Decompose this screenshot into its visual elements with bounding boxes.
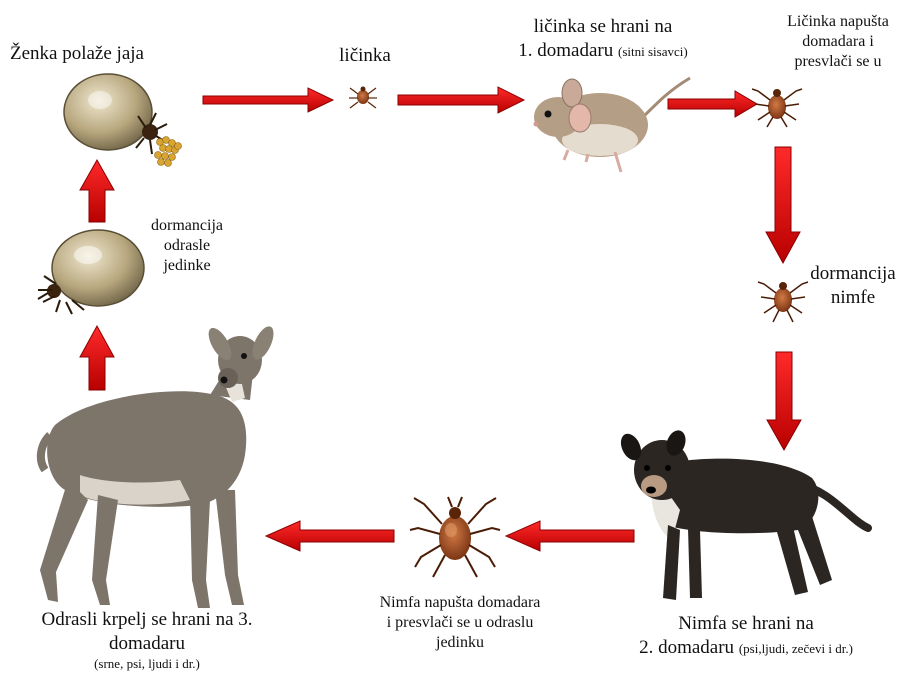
arrow-larva-to-mouse (398, 87, 524, 113)
label-adult-dormancy-line1: dormancija (132, 216, 242, 236)
label-female-lays-eggs: Ženka polaže jaja (10, 42, 190, 66)
mouse-icon (534, 78, 691, 172)
dog-icon (617, 428, 868, 600)
label-larva-feeds-line2: 1. domadaru (518, 40, 613, 61)
label-larva-leaves-line3: presvlači se u (768, 52, 908, 72)
engorged-tick-icon (38, 230, 144, 314)
label-nymph-leaves: Nimfa napušta domadara i presvlači se u … (340, 593, 580, 653)
larva-tick-icon (349, 87, 377, 109)
arrow-down-to-nymph-dormancy (766, 147, 800, 263)
arrow-deer-to-adult-dormancy (80, 326, 114, 390)
label-nymph-dormancy: dormancija nimfe (798, 262, 908, 310)
egg-laying-tick-icon (64, 74, 182, 167)
arrow-adult-dormancy-to-eggs (80, 160, 114, 222)
label-nymph-feeds-note: (psi,ljudi, zečevi i dr.) (739, 641, 853, 656)
label-nymph-feeds-line2: 2. domadaru (639, 637, 734, 658)
label-nymph-leaves-line3: jedinku (340, 633, 580, 653)
tick-icon (752, 89, 802, 127)
label-adult-dormancy-line3: jedinke (132, 256, 242, 276)
arrow-nymph-leaves-to-deer (266, 521, 394, 551)
arrow-eggs-to-larva (203, 88, 333, 112)
label-nymph-feeds-line2-wrap: 2. domadaru (psi,ljudi, zečevi i dr.) (596, 636, 896, 660)
label-larva-feeds: ličinka se hrani na 1. domadaru (sitni s… (478, 15, 728, 63)
label-larva-feeds-line1: ličinka se hrani na (478, 15, 728, 39)
label-nymph-dormancy-line2: nimfe (798, 286, 908, 310)
label-adult-feeds-line1: Odrasli krpelj se hrani na 3. (2, 608, 292, 632)
arrow-dog-to-nymph-leaves (506, 521, 634, 551)
label-adult-feeds-line2: domadaru (2, 632, 292, 656)
label-adult-dormancy: dormancija odrasle jedinke (132, 216, 242, 276)
label-adult-feeds-note: (srne, psi, ljudi i dr.) (2, 656, 292, 672)
label-adult-dormancy-line2: odrasle (132, 236, 242, 256)
deer-icon (40, 323, 278, 608)
label-adult-feeds: Odrasli krpelj se hrani na 3. domadaru (… (2, 608, 292, 672)
label-nymph-feeds-line1: Nimfa se hrani na (596, 612, 896, 636)
adult-tick-icon (410, 497, 500, 577)
label-nymph-leaves-line2: i presvlači se u odraslu (340, 613, 580, 633)
label-larva-leaves-line1: Ličinka napušta (768, 12, 908, 32)
label-larva-feeds-note: (sitni sisavci) (618, 44, 688, 59)
label-larva-feeds-line2-wrap: 1. domadaru (sitni sisavci) (478, 39, 728, 63)
label-nymph-leaves-line1: Nimfa napušta domadara (340, 593, 580, 613)
label-nymph-feeds: Nimfa se hrani na 2. domadaru (psi,ljudi… (596, 612, 896, 660)
label-larva: ličinka (315, 44, 415, 68)
label-larva-leaves-line2: domadara i (768, 32, 908, 52)
label-nymph-dormancy-line1: dormancija (798, 262, 908, 286)
label-larva-leaves: Ličinka napušta domadara i presvlači se … (768, 12, 908, 72)
arrow-mouse-to-larva-leaves (668, 91, 757, 117)
arrow-down-to-dog (767, 352, 801, 450)
